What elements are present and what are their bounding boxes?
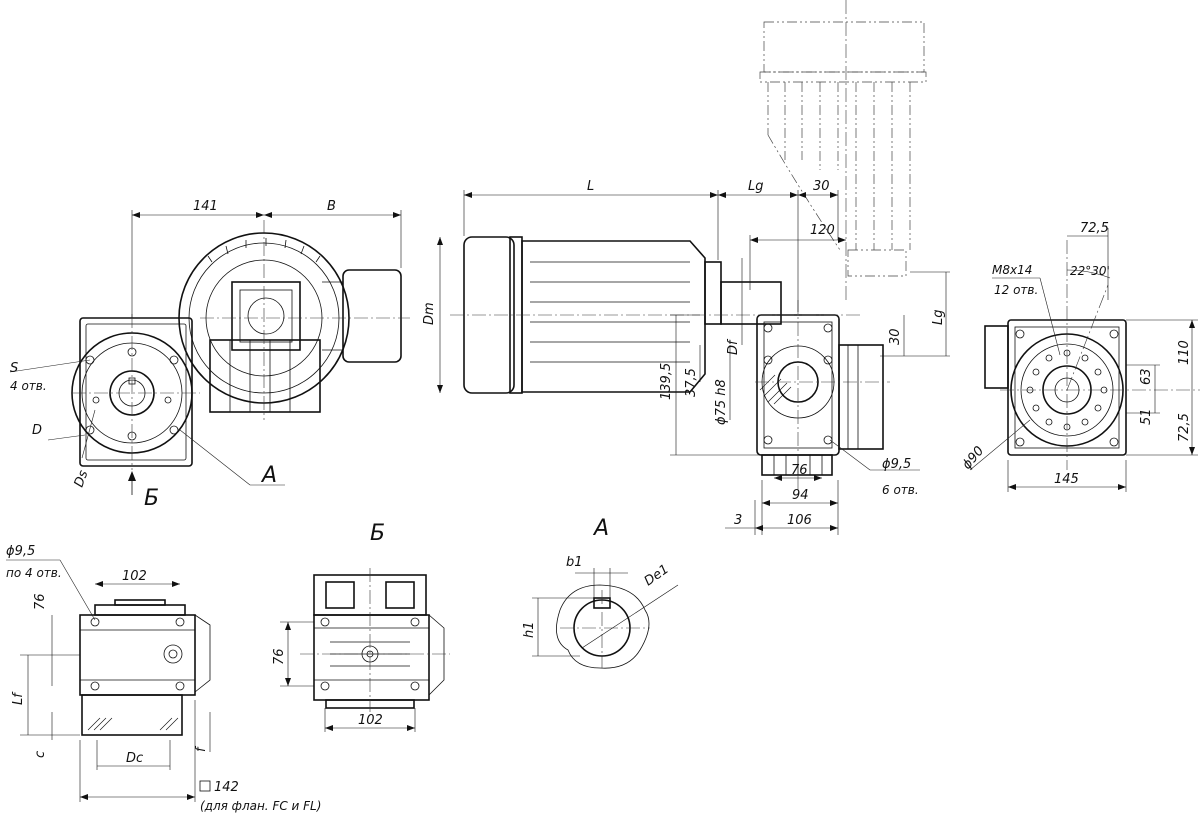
dim-110: 110 bbox=[1177, 340, 1192, 365]
section-b-title: Б bbox=[370, 521, 385, 546]
dim-102-left: 102 bbox=[122, 569, 147, 584]
dim-df: Df bbox=[726, 338, 741, 355]
dim-dc: Dc bbox=[126, 751, 143, 766]
dim-102-b: 102 bbox=[358, 713, 383, 728]
note-flanges: (для флан. FC и FL) bbox=[200, 799, 321, 813]
dim-30-top: 30 bbox=[813, 179, 830, 194]
dim-angle: 22°30' bbox=[1070, 264, 1110, 278]
dim-c: c bbox=[33, 751, 48, 758]
dim-lf: Lf bbox=[11, 691, 26, 705]
dim-l: L bbox=[587, 179, 594, 194]
view-arrow-b: Б bbox=[144, 486, 159, 511]
dim-141: 141 bbox=[193, 199, 218, 214]
dim-72-5-top: 72,5 bbox=[1080, 221, 1109, 236]
section-a-title: A bbox=[592, 516, 609, 541]
dim-phi90: ϕ90 bbox=[960, 444, 988, 473]
dim-37-5: 37,5 bbox=[684, 368, 699, 397]
dim-63: 63 bbox=[1139, 368, 1154, 385]
front-view-gearbox bbox=[9, 210, 410, 495]
right-view-flange bbox=[969, 228, 1200, 492]
dim-120: 120 bbox=[810, 223, 835, 238]
side-view-motor bbox=[437, 0, 950, 535]
dim-lg-top: Lg bbox=[748, 179, 764, 194]
dim-3: 3 bbox=[734, 513, 742, 528]
view-arrow-a: A bbox=[260, 463, 277, 488]
dim-h1: h1 bbox=[522, 621, 537, 638]
dim-72-5-side: 72,5 bbox=[1177, 413, 1192, 442]
bottom-left-view bbox=[6, 559, 211, 802]
view-b bbox=[280, 568, 450, 732]
dim-76-b: 76 bbox=[272, 648, 287, 665]
dim-76-left: 76 bbox=[33, 593, 48, 610]
dim-phi9-5-mid: ϕ9,5 bbox=[882, 457, 911, 472]
dim-square-142: 142 bbox=[214, 780, 239, 795]
dim-phi9-5-left: ϕ9,5 bbox=[6, 544, 35, 559]
dim-94: 94 bbox=[792, 488, 809, 503]
dim-lg-side: Lg bbox=[931, 310, 946, 326]
label-6-holes: 6 отв. bbox=[882, 483, 919, 497]
label-d: D bbox=[32, 423, 42, 438]
dim-30-side: 30 bbox=[888, 328, 903, 345]
label-s: S bbox=[10, 361, 18, 376]
label-4-holes-s: 4 отв. bbox=[10, 379, 47, 393]
dim-145: 145 bbox=[1054, 472, 1079, 487]
dim-dm: Dm bbox=[422, 302, 437, 325]
dim-phi75-h8: ϕ75 h8 bbox=[714, 379, 729, 425]
label-4-holes-left: по 4 отв. bbox=[6, 566, 62, 580]
label-m8x14: M8x14 bbox=[992, 263, 1032, 277]
dim-b1: b1 bbox=[566, 555, 583, 570]
dim-139-5: 139,5 bbox=[659, 363, 674, 400]
label-12-holes: 12 отв. bbox=[994, 283, 1038, 297]
dim-51: 51 bbox=[1139, 408, 1154, 425]
dim-76-mid: 76 bbox=[791, 463, 808, 478]
dim-106: 106 bbox=[787, 513, 812, 528]
dim-de1: De1 bbox=[642, 562, 672, 589]
dim-b: B bbox=[327, 199, 336, 214]
label-ds: Ds bbox=[72, 468, 92, 489]
section-a-keyway bbox=[532, 568, 679, 669]
dim-f: f bbox=[194, 745, 209, 752]
